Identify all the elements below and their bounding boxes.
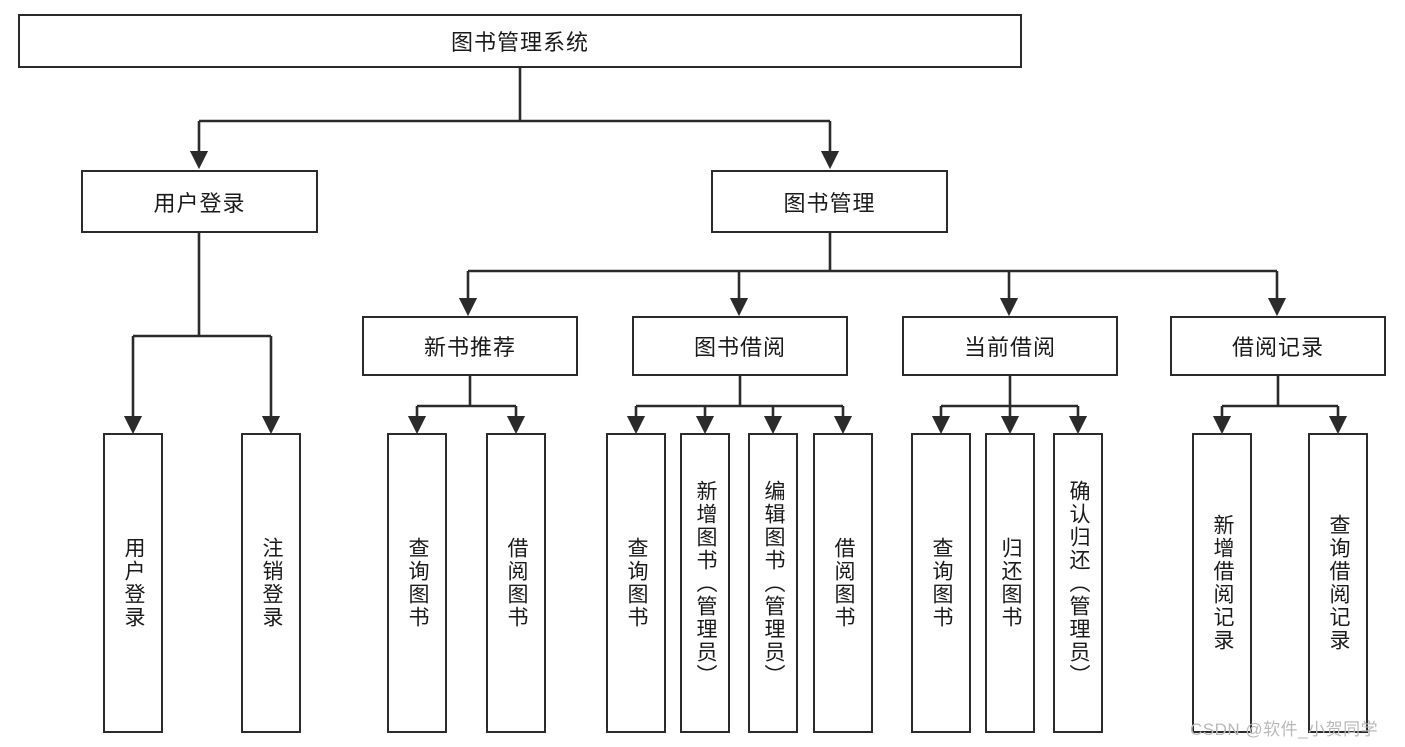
node-leaf-edit-book-admin[interactable]: 编辑图书（管理员） — [748, 433, 798, 733]
node-leaf-query-book-borrow[interactable]: 查询图书 — [606, 433, 666, 733]
node-leaf-confirm-return-admin[interactable]: 确认归还（管理员） — [1053, 433, 1103, 733]
node-label: 当前借阅 — [963, 335, 1056, 360]
node-book-borrow[interactable]: 图书借阅 — [632, 316, 848, 376]
node-leaf-add-book-admin[interactable]: 新增图书（管理员） — [680, 433, 730, 733]
node-label: 查询图书 — [625, 537, 649, 629]
node-leaf-user-logout[interactable]: 注销登录 — [241, 433, 301, 733]
node-label: 注销登录 — [260, 537, 284, 629]
node-label: 查询图书 — [930, 537, 954, 629]
node-leaf-return-book[interactable]: 归还图书 — [985, 433, 1035, 733]
node-leaf-query-book-current[interactable]: 查询图书 — [911, 433, 971, 733]
node-borrow-record[interactable]: 借阅记录 — [1170, 316, 1386, 376]
node-label: 图书借阅 — [693, 335, 786, 360]
node-leaf-borrow-book-recommend[interactable]: 借阅图书 — [486, 433, 546, 733]
csdn-watermark: CSDN @软件_小贺同学 — [1190, 720, 1379, 739]
node-label: 图书管理 — [783, 190, 876, 216]
node-leaf-query-borrow-record[interactable]: 查询借阅记录 — [1308, 433, 1368, 733]
node-label: 新书推荐 — [423, 335, 516, 360]
node-current-borrow[interactable]: 当前借阅 — [902, 316, 1118, 376]
node-label: 用户登录 — [122, 537, 146, 629]
node-label: 确认归还（管理员） — [1067, 479, 1091, 687]
node-label: 借阅图书 — [505, 537, 529, 629]
node-label: 借阅记录 — [1231, 335, 1324, 360]
node-label: 查询借阅记录 — [1327, 514, 1351, 652]
node-label: 新增借阅记录 — [1211, 514, 1235, 652]
node-root-system[interactable]: 图书管理系统 — [18, 14, 1022, 68]
node-label: 归还图书 — [999, 537, 1023, 629]
node-user-login[interactable]: 用户登录 — [81, 170, 318, 233]
node-label: 图书管理系统 — [450, 30, 589, 55]
node-leaf-borrow-book[interactable]: 借阅图书 — [813, 433, 873, 733]
node-leaf-user-login[interactable]: 用户登录 — [103, 433, 163, 733]
node-label: 用户登录 — [153, 190, 246, 216]
node-book-management[interactable]: 图书管理 — [711, 170, 948, 233]
node-label: 编辑图书（管理员） — [762, 479, 786, 687]
node-new-book-recommend[interactable]: 新书推荐 — [362, 316, 578, 376]
node-label: 查询图书 — [406, 537, 430, 629]
node-leaf-add-borrow-record[interactable]: 新增借阅记录 — [1192, 433, 1252, 733]
node-label: 借阅图书 — [832, 537, 856, 629]
node-label: 新增图书（管理员） — [694, 479, 718, 687]
node-leaf-query-book-recommend[interactable]: 查询图书 — [387, 433, 447, 733]
